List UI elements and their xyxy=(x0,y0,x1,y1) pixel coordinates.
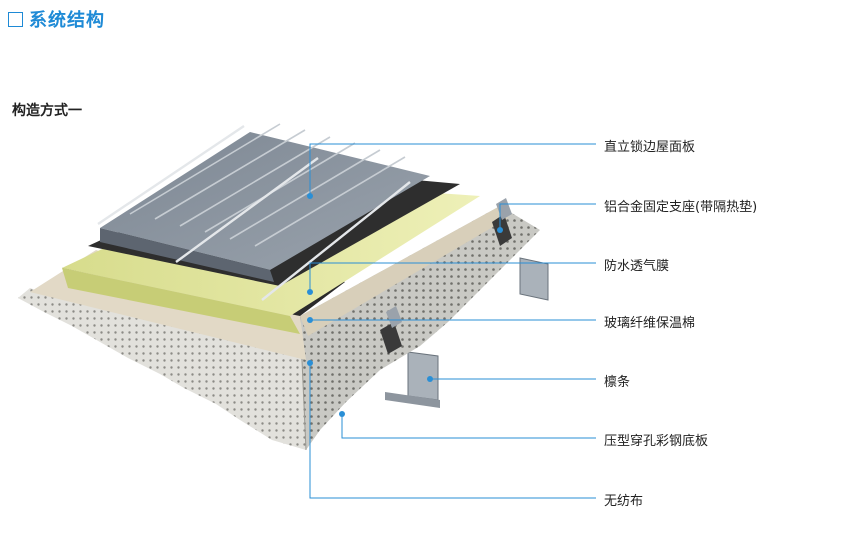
leader-dots xyxy=(307,193,503,417)
page-title: 系统结构 xyxy=(29,10,105,31)
purlin-group xyxy=(385,257,549,408)
label-glass-wool: 玻璃纤维保温棉 xyxy=(604,316,696,331)
checkbox-square-icon xyxy=(8,11,23,27)
leader-lines xyxy=(309,143,596,499)
label-roof-panel: 直立锁边屋面板 xyxy=(604,140,696,155)
label-waterproof-membrane: 防水透气膜 xyxy=(604,259,670,274)
label-purlin: 檩条 xyxy=(604,375,631,390)
label-aluminum-clip: 铝合金固定支座(带隔热垫) xyxy=(604,200,758,215)
standing-seam-roof-panel xyxy=(97,123,430,301)
non-woven-fabric-edge xyxy=(300,206,508,336)
construction-method-label: 构造方式一 xyxy=(12,103,82,119)
label-perforated-deck: 压型穿孔彩钢底板 xyxy=(604,434,709,449)
section-title: 系统结构 xyxy=(8,6,105,32)
label-non-woven-fabric: 无纺布 xyxy=(604,494,644,509)
